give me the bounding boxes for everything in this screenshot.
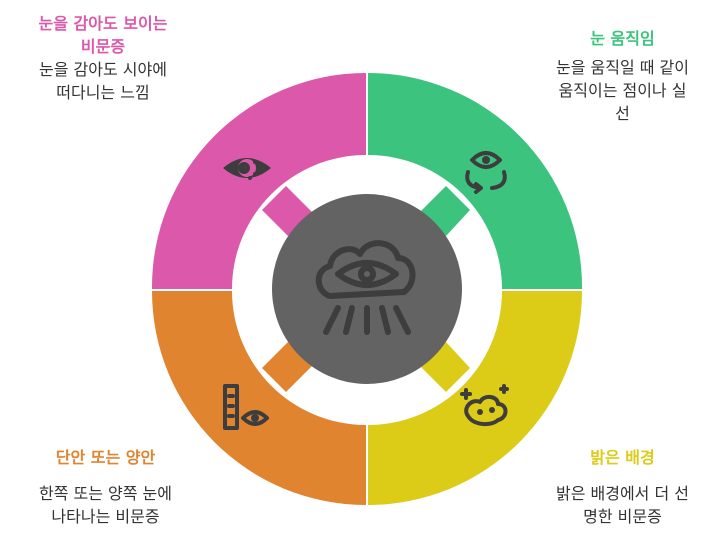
segment-title: 눈 움직임 [590,29,655,48]
center-circle [272,194,462,384]
segment-description: 눈을 움직일 때 같이 움직이는 점이나 실 선 [555,58,690,123]
segment-description: 눈을 감아도 시야에 떠다니는 느낌 [39,60,167,102]
sparkle-cloud-icon [460,384,509,427]
label-one-or-both-eyes: 단안 또는 양안 한쪽 또는 양쪽 눈에 나타나는 비문증 [8,446,203,528]
segment-title: 단안 또는 양안 [55,448,156,467]
label-bright-background: 밝은 배경 밝은 배경에서 더 선 명한 비문증 [530,446,715,528]
segment-bottom-right [368,291,582,505]
segment-title: 밝은 배경 [590,448,655,467]
eye-chart-icon [223,384,269,430]
label-closed-eyes: 눈을 감아도 보이는 비문증 눈을 감아도 시야에 떠다니는 느낌 [8,12,198,104]
segment-top-right [368,73,583,289]
segment-top-left [151,72,366,289]
eye-dotted-icon [223,158,271,180]
segment-title: 눈을 감아도 보이는 비문증 [38,14,168,56]
segment-description: 밝은 배경에서 더 선 명한 비문증 [555,484,690,526]
eye-rotate-icon [465,151,507,194]
segment-bottom-left [152,291,366,505]
eye-cloud-rays-icon [315,240,416,335]
label-eye-movement: 눈 움직임 눈을 움직일 때 같이 움직이는 점이나 실 선 [530,27,715,125]
segment-description: 한쪽 또는 양쪽 눈에 나타나는 비문증 [38,484,173,526]
